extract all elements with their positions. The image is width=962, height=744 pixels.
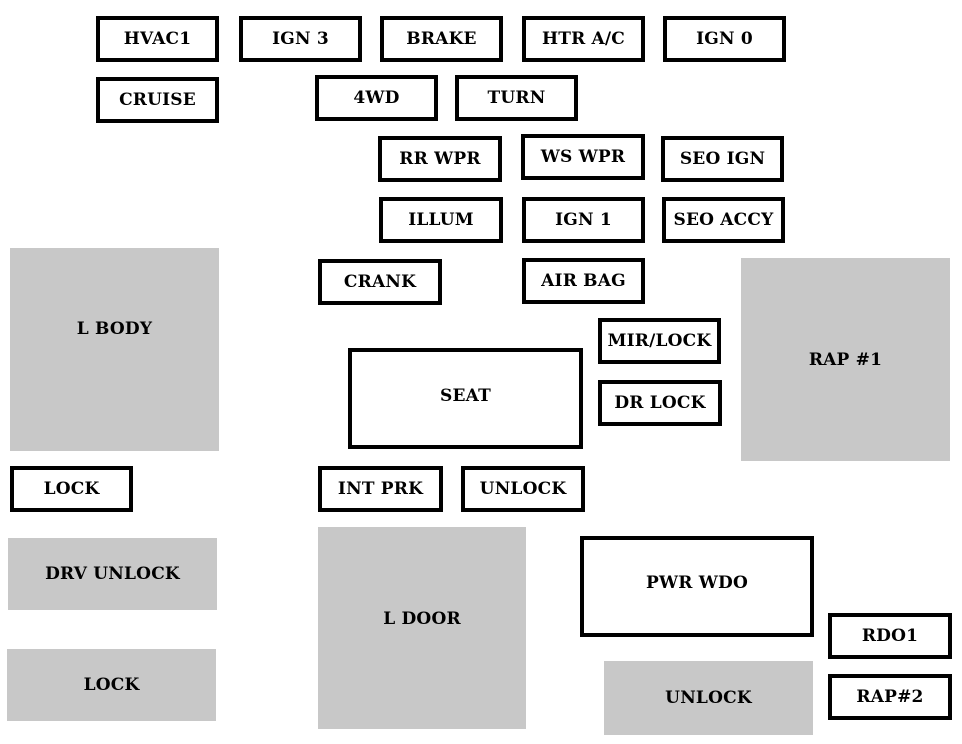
fuse-label: WS WPR <box>540 147 626 167</box>
relay-rap1: RAP #1 <box>741 258 950 461</box>
fuse-int-prk: INT PRK <box>318 466 443 512</box>
fuse-air-bag: AIR BAG <box>522 258 645 304</box>
fuse-hvac1: HVAC1 <box>96 16 219 62</box>
fuse-rr-wpr: RR WPR <box>378 136 502 182</box>
fuse-label: DR LOCK <box>614 393 706 413</box>
fuse-label: BRAKE <box>406 29 477 49</box>
fuse-pwr-wdo: PWR WDO <box>580 536 814 637</box>
fuse-label: RDO1 <box>861 626 919 646</box>
fuse-rdo1: RDO1 <box>828 613 952 659</box>
fuse-ws-wpr: WS WPR <box>521 134 645 180</box>
fuse-illum: ILLUM <box>379 197 503 243</box>
relay-label: LOCK <box>83 675 140 695</box>
fuse-ign3: IGN 3 <box>239 16 362 62</box>
fuse-label: SEAT <box>440 385 491 406</box>
fuse-rap2: RAP#2 <box>828 674 952 720</box>
fuse-label: INT PRK <box>337 479 424 499</box>
fuse-label: SEO IGN <box>679 149 766 169</box>
fuse-label: ILLUM <box>408 210 474 230</box>
fuse-label: HTR A/C <box>541 29 626 49</box>
fuse-cruise: CRUISE <box>96 77 219 123</box>
fuse-lock: LOCK <box>10 466 133 512</box>
fuse-crank: CRANK <box>318 259 442 305</box>
relay-label: DRV UNLOCK <box>45 564 180 584</box>
fuse-label: UNLOCK <box>479 479 567 499</box>
relay-label: RAP #1 <box>808 349 883 370</box>
fuse-unlock: UNLOCK <box>461 466 585 512</box>
relay-label: L DOOR <box>383 609 461 629</box>
fuse-htr-ac: HTR A/C <box>522 16 645 62</box>
fuse-label: AIR BAG <box>541 271 626 291</box>
fuse-label: IGN 1 <box>555 210 612 230</box>
relay-lock: LOCK <box>7 649 216 721</box>
fuse-label: LOCK <box>43 479 100 499</box>
fuse-ign1: IGN 1 <box>522 197 645 243</box>
relay-label: L BODY <box>76 318 153 339</box>
fuse-label: RR WPR <box>399 149 481 169</box>
fuse-label: HVAC1 <box>123 29 192 49</box>
fuse-4wd: 4WD <box>315 75 438 121</box>
fuse-label: CRANK <box>343 272 417 292</box>
fuse-label: CRUISE <box>119 90 196 110</box>
fuse-ign0: IGN 0 <box>663 16 786 62</box>
fuse-label: PWR WDO <box>646 572 748 593</box>
relay-label: UNLOCK <box>665 688 752 708</box>
fuse-seo-accy: SEO ACCY <box>662 197 785 243</box>
fuse-seo-ign: SEO IGN <box>661 136 784 182</box>
relay-drv-unlock: DRV UNLOCK <box>8 538 217 610</box>
fuse-turn: TURN <box>455 75 578 121</box>
fuse-brake: BRAKE <box>380 16 503 62</box>
relay-l-body: L BODY <box>10 248 219 451</box>
fuse-label: 4WD <box>353 88 400 108</box>
fuse-label: SEO ACCY <box>673 210 774 230</box>
fuse-label: IGN 3 <box>272 29 329 49</box>
relay-l-door: L DOOR <box>318 527 526 729</box>
fuse-label: RAP#2 <box>856 687 924 707</box>
fuse-seat: SEAT <box>348 348 583 449</box>
fuse-mir-lock: MIR/LOCK <box>598 318 721 364</box>
fuse-dr-lock: DR LOCK <box>598 380 722 426</box>
fuse-label: MIR/LOCK <box>607 331 712 351</box>
relay-unlock: UNLOCK <box>604 661 813 735</box>
fuse-label: TURN <box>487 88 546 108</box>
fuse-label: IGN 0 <box>696 29 753 49</box>
